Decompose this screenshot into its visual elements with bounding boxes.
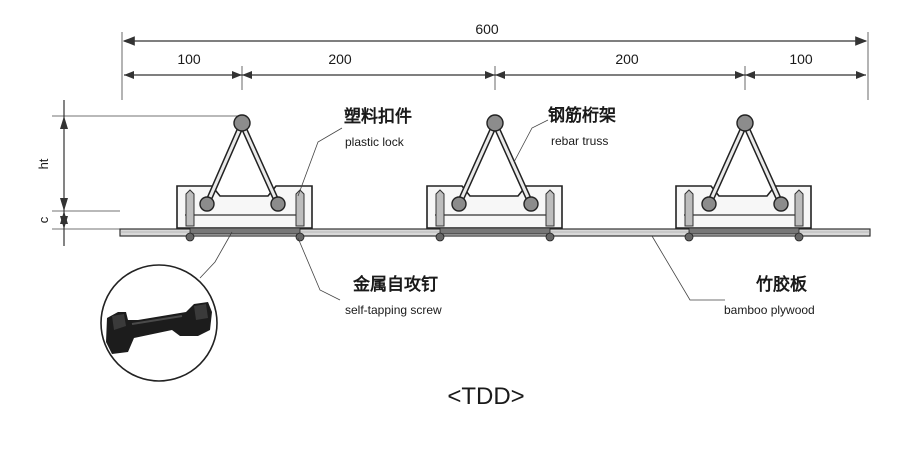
rebar-bottom-chord [451, 196, 467, 212]
rebar-top-chord [736, 114, 754, 132]
dimension-arrowhead [60, 198, 68, 211]
rebar-bottom-chord [523, 196, 539, 212]
dimension-arrowhead [232, 71, 252, 79]
rebar-bottom-chord [773, 196, 789, 212]
dimension-arrowhead [124, 71, 134, 79]
dimension-right-end: 100 [789, 51, 813, 67]
dimension-arrowhead [60, 216, 68, 229]
self-tapping-screw [295, 189, 305, 227]
plastic-lock [675, 114, 812, 242]
plastic-lock [176, 114, 313, 242]
plywood-label-cn: 竹胶板 [755, 274, 808, 295]
rebar-bottom-chord [270, 196, 286, 212]
leader-detail [199, 231, 233, 279]
rebar-top-chord [233, 114, 251, 132]
plastic-lock-label-cn: 塑料扣件 [344, 106, 412, 127]
leader-plywood [651, 235, 725, 301]
side-dimensions: ht c [36, 100, 240, 246]
dimension-lines: 600 100 200 200 100 [121, 21, 869, 100]
plastic-lock-label-en: plastic lock [345, 135, 405, 149]
self-tapping-screw [684, 189, 694, 227]
self-tapping-screw [545, 189, 555, 227]
dimension-arrowhead [60, 116, 68, 129]
dimension-middle-left: 200 [328, 51, 352, 67]
rebar-top-chord [486, 114, 504, 132]
self-tapping-screw [185, 189, 195, 227]
screw-label-en: self-tapping screw [345, 303, 442, 317]
dimension-arrowhead [485, 71, 505, 79]
rebar-bottom-chord [701, 196, 717, 212]
figure-caption: <TDD> [447, 383, 524, 410]
callout-labels: 塑料扣件 plastic lock 钢筋桁架 rebar truss 金属自攻钉… [344, 105, 815, 317]
dimension-left-end: 100 [177, 51, 201, 67]
rebar-truss-label-cn: 钢筋桁架 [548, 105, 616, 126]
height-label: ht [36, 158, 51, 169]
leader-plastic-lock [297, 127, 343, 197]
dimension-arrowhead [735, 71, 755, 79]
plastic-lock [426, 114, 563, 242]
rebar-bottom-chord [199, 196, 215, 212]
plywood-label-en: bamboo plywood [724, 303, 815, 317]
dimension-arrowhead [856, 71, 866, 79]
screw-label-cn: 金属自攻钉 [352, 274, 438, 295]
total-dimension-value: 600 [475, 21, 499, 37]
dimension-middle-right: 200 [615, 51, 639, 67]
leader-rebar-truss [513, 119, 549, 163]
self-tapping-screw [794, 189, 804, 227]
cover-label: c [36, 216, 51, 223]
rebar-truss-label-en: rebar truss [551, 134, 608, 148]
leader-lines [199, 119, 725, 301]
self-tapping-screw [435, 189, 445, 227]
leader-screw [297, 237, 341, 301]
plastic-lock-photo [100, 264, 218, 382]
